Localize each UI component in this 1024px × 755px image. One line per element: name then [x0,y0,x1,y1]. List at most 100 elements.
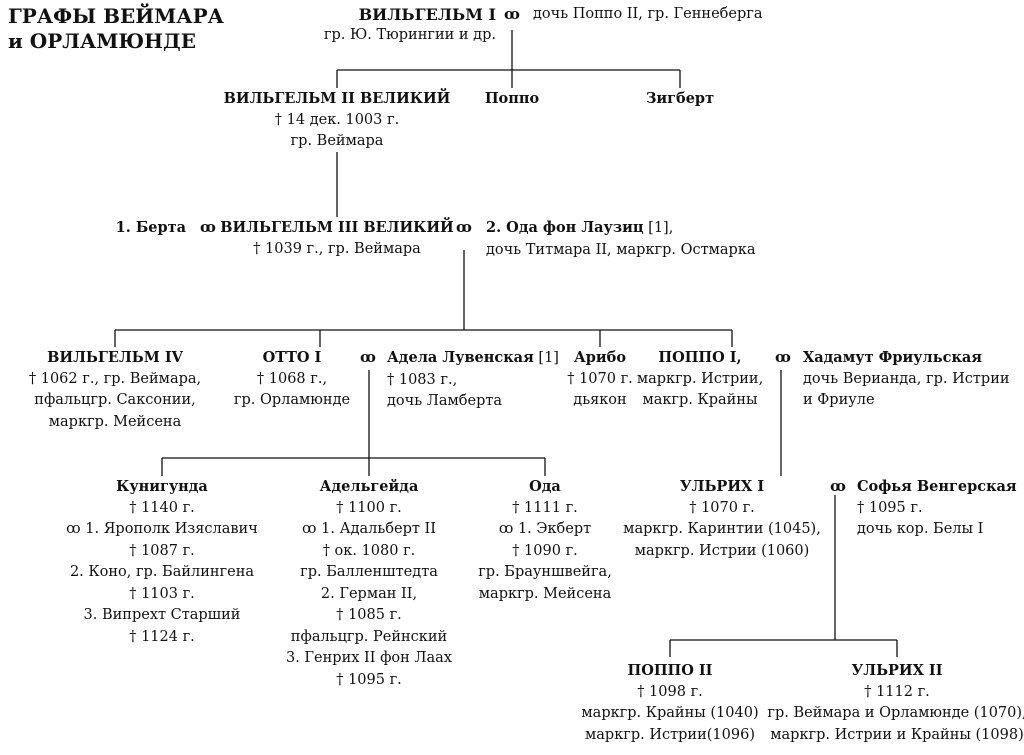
marriage-symbol: ꝏ [456,218,472,236]
person-info-line: ꝏ 1. Ярополк Изяславич [66,521,258,537]
person-name: 1. Берта [115,219,186,236]
person-info-line: гр. Балленштедта [300,564,438,580]
person-ulrich-i: УЛЬРИХ I † 1070 г. маркгр. Каринтии (104… [623,476,821,562]
chart-title-line-1: ГРАФЫ ВЕЙМАРА [8,4,224,28]
person-info-line: † 14 дек. 1003 г. [274,111,400,128]
person-info-line: † 1100 г. [336,499,402,516]
person-info-line: † 1070 г. [689,499,755,516]
spouse-text: дочь Поппо II, гр. Геннеберга [533,6,763,22]
person-wilhelm-ii: ВИЛЬГЕЛЬМ II ВЕЛИКИЙ † 14 дек. 1003 г. г… [224,88,451,153]
person-info-line: маркгр. Каринтии (1045), [623,521,821,537]
person-name: Софья Венгерская [857,478,1017,495]
person-info-line: дочь Ламберта [387,393,503,409]
marriage-symbol: ꝏ [830,477,846,495]
person-info-line: † 1070 г. [567,370,633,387]
person-oda-lausitz: 2. Ода фон Лаузиц [1], дочь Титмара II, … [486,217,756,261]
person-name: ПОППО II [627,662,713,679]
person-name: Адельгейда [319,478,419,495]
person-info-line: † 1039 г., гр. Веймара [253,240,421,257]
person-info-line: пфальцгр. Рейнский [290,628,448,645]
person-name: Ода [529,478,561,495]
person-info-line: гр. Веймара и Орламюнде (1070), [767,705,1024,721]
person-info-line: маркгр. Крайны (1040) [581,705,759,721]
person-name: Хадамут Фриульская [803,349,983,366]
person-wilhelm-iv: ВИЛЬГЕЛЬМ IV † 1062 г., гр. Веймара, пфа… [29,347,201,433]
person-name: ВИЛЬГЕЛЬМ I [358,5,496,24]
reference-mark: [1] [533,350,559,366]
person-info-line: † 1062 г., гр. Веймара, [28,370,202,387]
marriage-symbol: ꝏ [360,348,376,366]
person-info-line: 3. Генрих II фон Лаах [285,650,453,666]
person-info-line: дьякон [573,392,627,408]
person-adela: Адела Лувенская [1] † 1083 г., дочь Ламб… [387,347,559,413]
person-info-line: † 1087 г. [129,542,195,559]
person-name: ВИЛЬГЕЛЬМ IV [47,349,183,366]
person-info-line: маркгр. Истрии(1096) [585,726,755,743]
person-info-line: 2. Герман II, [320,585,418,602]
person-info-line: и Фриуле [803,392,875,408]
person-name: ПОППО I, [658,349,742,366]
person-info-line: ꝏ 1. Экберт [498,521,592,537]
person-info-line: † 1112 г. [864,683,930,700]
person-name: Кунигунда [116,478,208,495]
person-info-line: дочь Верианда, гр. Истрии [803,370,1010,387]
person-hadamut: Хадамут Фриульская дочь Верианда, гр. Ис… [803,347,1010,412]
person-wilhelm-i: ВИЛЬГЕЛЬМ I [359,4,496,26]
person-name: Зигберт [645,90,715,107]
person-info-line: † 1083 г., [387,371,458,388]
person-poppo-i: ПОППО I, маркгр. Истрии, макгр. Крайны [637,347,763,412]
person-info-line: † ок. 1080 г. [322,542,416,559]
person-info-line: † 1090 г. [512,542,578,559]
person-info-line: 2. Коно, гр. Байлингена [69,564,255,580]
person-info-line: дочь Титмара II, маркгр. Остмарка [486,241,756,258]
person-info-line: † 1103 г. [129,585,195,602]
person-info-line: гр. Веймара [290,133,384,149]
person-sofia: Софья Венгерская † 1095 г. дочь кор. Бел… [857,476,1017,541]
marriage-symbol: ꝏ [775,348,791,366]
person-name: 2. Ода фон Лаузиц [486,219,644,236]
person-name: УЛЬРИХ II [851,662,943,679]
person-info-line: † 1124 г. [129,628,195,645]
person-kunigunda: Кунигунда † 1140 г. ꝏ 1. Ярополк Изяслав… [66,476,258,648]
person-name: ВИЛЬГЕЛЬМ III ВЕЛИКИЙ [220,219,454,236]
chart-title: ГРАФЫ ВЕЙМАРА и ОРЛАМЮНДЕ [8,4,224,54]
person-info-line: маркгр. Истрии, [636,370,764,387]
reference-mark: [1], [643,220,674,236]
person-info-line: маркгр. Истрии (1060) [634,542,810,559]
person-info-line: 3. Випрехт Старший [83,607,241,623]
person-info-line: макгр. Крайны [642,392,758,408]
person-adelheid: Адельгейда † 1100 г. ꝏ 1. Адальберт II †… [286,476,452,691]
person-poppo-ii: ПОППО II † 1098 г. маркгр. Крайны (1040)… [581,660,758,746]
person-info-line: ꝏ 1. Адальберт II [302,521,436,537]
person-info-line: гр. Ю. Тюрингии и др. [323,27,496,43]
person-name: ОТТО I [262,349,322,366]
person-info-line: гр. Брауншвейга, [478,564,612,580]
person-ulrich-ii: УЛЬРИХ II † 1112 г. гр. Веймара и Орламю… [767,660,1024,746]
marriage-symbol: ꝏ [504,5,520,23]
person-poppo: Поппо [485,88,539,110]
person-otto-i: ОТТО I † 1068 г., гр. Орламюнде [234,347,350,412]
person-info-line: † 1098 г. [637,683,703,700]
person-info-line: † 1095 г. [336,671,402,688]
person-info-line: маркгр. Мейсена [48,413,182,430]
person-info-line: гр. Орламюнде [233,392,351,408]
person-info-line: пфальцгр. Саксонии, [34,392,196,408]
person-sigbert: Зигберт [646,88,714,110]
person-info-line: маркгр. Истрии и Крайны (1098) [770,726,1024,743]
person-info-line: † 1140 г. [129,499,195,516]
chart-title-line-2: и ОРЛАМЮНДЕ [8,29,197,53]
person-name: ВИЛЬГЕЛЬМ II ВЕЛИКИЙ [223,90,451,107]
person-info-line: дочь кор. Белы I [857,521,984,537]
person-oda: Ода † 1111 г. ꝏ 1. Экберт † 1090 г. гр. … [478,476,612,605]
person-info-line: † 1095 г. [857,499,923,516]
marriage-symbol: ꝏ [200,218,216,236]
person-berta: 1. Берта [116,217,186,239]
person-wilhelm-iii: ВИЛЬГЕЛЬМ III ВЕЛИКИЙ † 1039 г., гр. Вей… [220,217,454,260]
person-name: Поппо [484,90,540,107]
person-info-line: † 1085 г. [336,607,402,623]
person-aribo: Арибо † 1070 г. дьякон [567,347,633,412]
person-info-line: маркгр. Мейсена [478,585,612,602]
person-name: УЛЬРИХ I [679,478,765,495]
